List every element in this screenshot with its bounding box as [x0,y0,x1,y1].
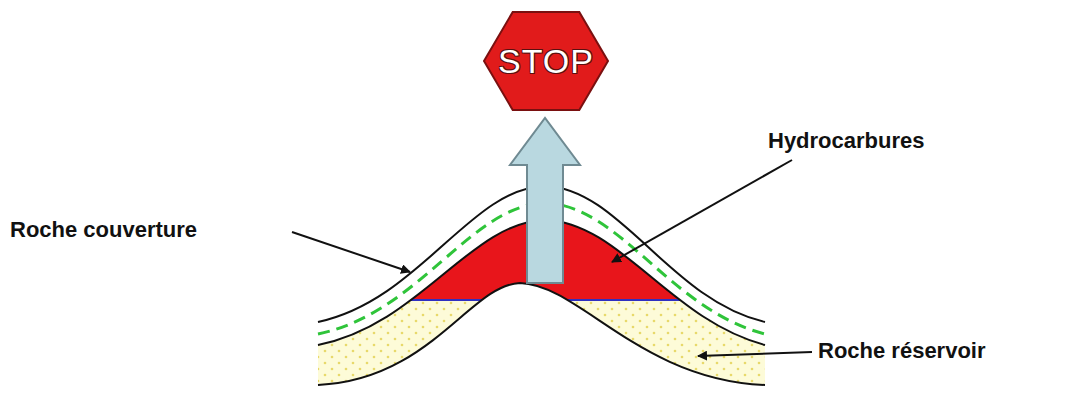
part-label: Roche réservoir [818,338,986,364]
part-label: Roche couverture [10,217,197,243]
part-label: Hydrocarbures [768,128,925,154]
stop-sign: STOP [482,10,610,112]
sign-text: STOP [498,42,594,81]
